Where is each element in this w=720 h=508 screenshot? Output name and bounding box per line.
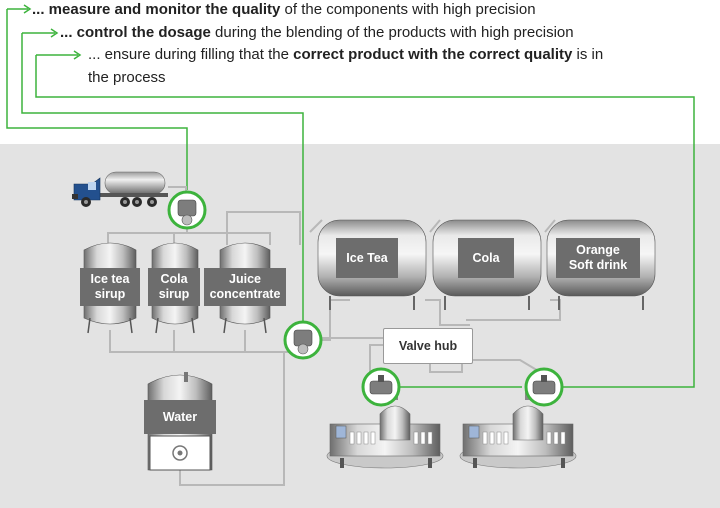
tank-cola-sirup [148,242,200,334]
label-cola-sirup: Cola sirup [158,272,190,301]
tanker-truck [72,171,168,207]
sensor-dosing [283,320,323,360]
tank-juice-concentrate [204,242,286,334]
tank-water [144,372,216,471]
label-ice-tea-sirup: Ice tea sirup [90,272,130,301]
label-storage-cola: Cola [472,251,500,265]
feedback-line-filling-sensors [35,55,695,388]
filling-machine-left [326,392,444,469]
label-storage-orange: Orange Soft drink [568,243,628,272]
label-water: Water [162,410,198,424]
sensor-truck-inlet [167,190,207,230]
feedback-lines [6,4,695,388]
sensor-filler-right [524,367,564,407]
caption-filling: ... ensure during filling that the corre… [88,46,604,63]
feedback-line-truck-sensor [6,9,188,190]
valve-hub-box: Valve hub [383,328,473,364]
caption-dosage: ... control the dosage during the blendi… [60,24,574,41]
filling-machine-right [459,392,577,469]
tank-ice-tea-sirup [80,242,140,334]
storage-tank-ice-tea [317,219,427,310]
storage-tank-orange [546,219,656,310]
caption-quality: ... measure and monitor the quality of t… [32,1,536,18]
label-juice-concentrate: Juice concentrate [209,272,281,301]
label-storage-ice-tea: Ice Tea [346,251,388,265]
storage-tank-cola [432,219,542,310]
sensor-filler-left [361,367,401,407]
feedback-line-dosing-sensor [21,33,304,326]
caption-filling-line2: the process [88,69,166,86]
